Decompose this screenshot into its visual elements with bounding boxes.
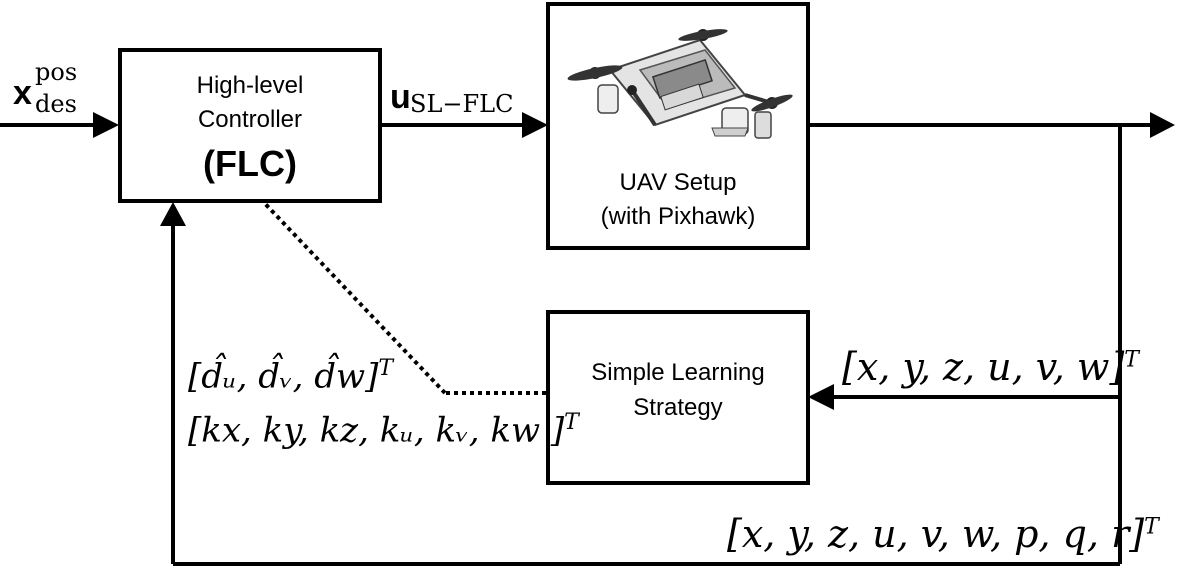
adapted-params-1-sup: T <box>378 356 394 381</box>
control-signal-arrowhead <box>522 112 548 138</box>
adapted-params-2-label: [kx, ky, kz, kᵤ, kᵥ, kw ]T <box>188 410 579 450</box>
feedback-state-short-label: [x, y, z, u, v, w]T <box>842 345 1139 389</box>
controller-line1: High-level <box>196 72 304 99</box>
plant-line2: (with Pixhawk) <box>600 203 756 230</box>
controller-box <box>118 48 382 203</box>
output-arrowhead <box>1150 112 1175 138</box>
feedback-to-controller-arrowhead <box>160 202 186 226</box>
feedback-state-full-sup: T <box>1144 514 1159 540</box>
feedback-to-learning-arrowhead <box>808 384 834 410</box>
adapted-params-2: [kx, ky, kz, kᵤ, kᵥ, kw ] <box>188 410 565 451</box>
controller-line2: Controller <box>197 106 303 133</box>
feedback-state-full-label: [x, y, z, u, v, w, p, q, r]T <box>727 512 1159 556</box>
adapted-params-2-sup: T <box>564 410 579 435</box>
feedback-state-full: [x, y, z, u, v, w, p, q, r] <box>727 512 1145 556</box>
plant-line1: UAV Setup <box>619 169 737 196</box>
feedback-state-short: [x, y, z, u, v, w] <box>842 345 1125 389</box>
learning-strategy-box <box>546 310 810 485</box>
controller-line3: (FLC) <box>203 143 297 184</box>
learning-line1: Simple Learning <box>591 359 765 386</box>
control-signal-symbol: u <box>390 78 411 116</box>
adapted-params-1: [d̂ᵤ, d̂ᵥ, d̂w] <box>188 356 379 397</box>
input-symbol: x <box>13 74 32 112</box>
input-subscript: des <box>35 90 77 118</box>
adapted-params-1-label: [d̂ᵤ, d̂ᵥ, d̂w]T <box>188 356 393 396</box>
learning-line2: Strategy <box>633 394 723 421</box>
control-signal-subscript: SL−FLC <box>410 90 514 118</box>
input-arrowhead <box>93 112 119 138</box>
plant-box <box>546 2 810 250</box>
feedback-state-short-sup: T <box>1124 347 1139 373</box>
quadrotor-uav-photo <box>567 29 793 139</box>
input-superscript: pos <box>35 58 78 86</box>
